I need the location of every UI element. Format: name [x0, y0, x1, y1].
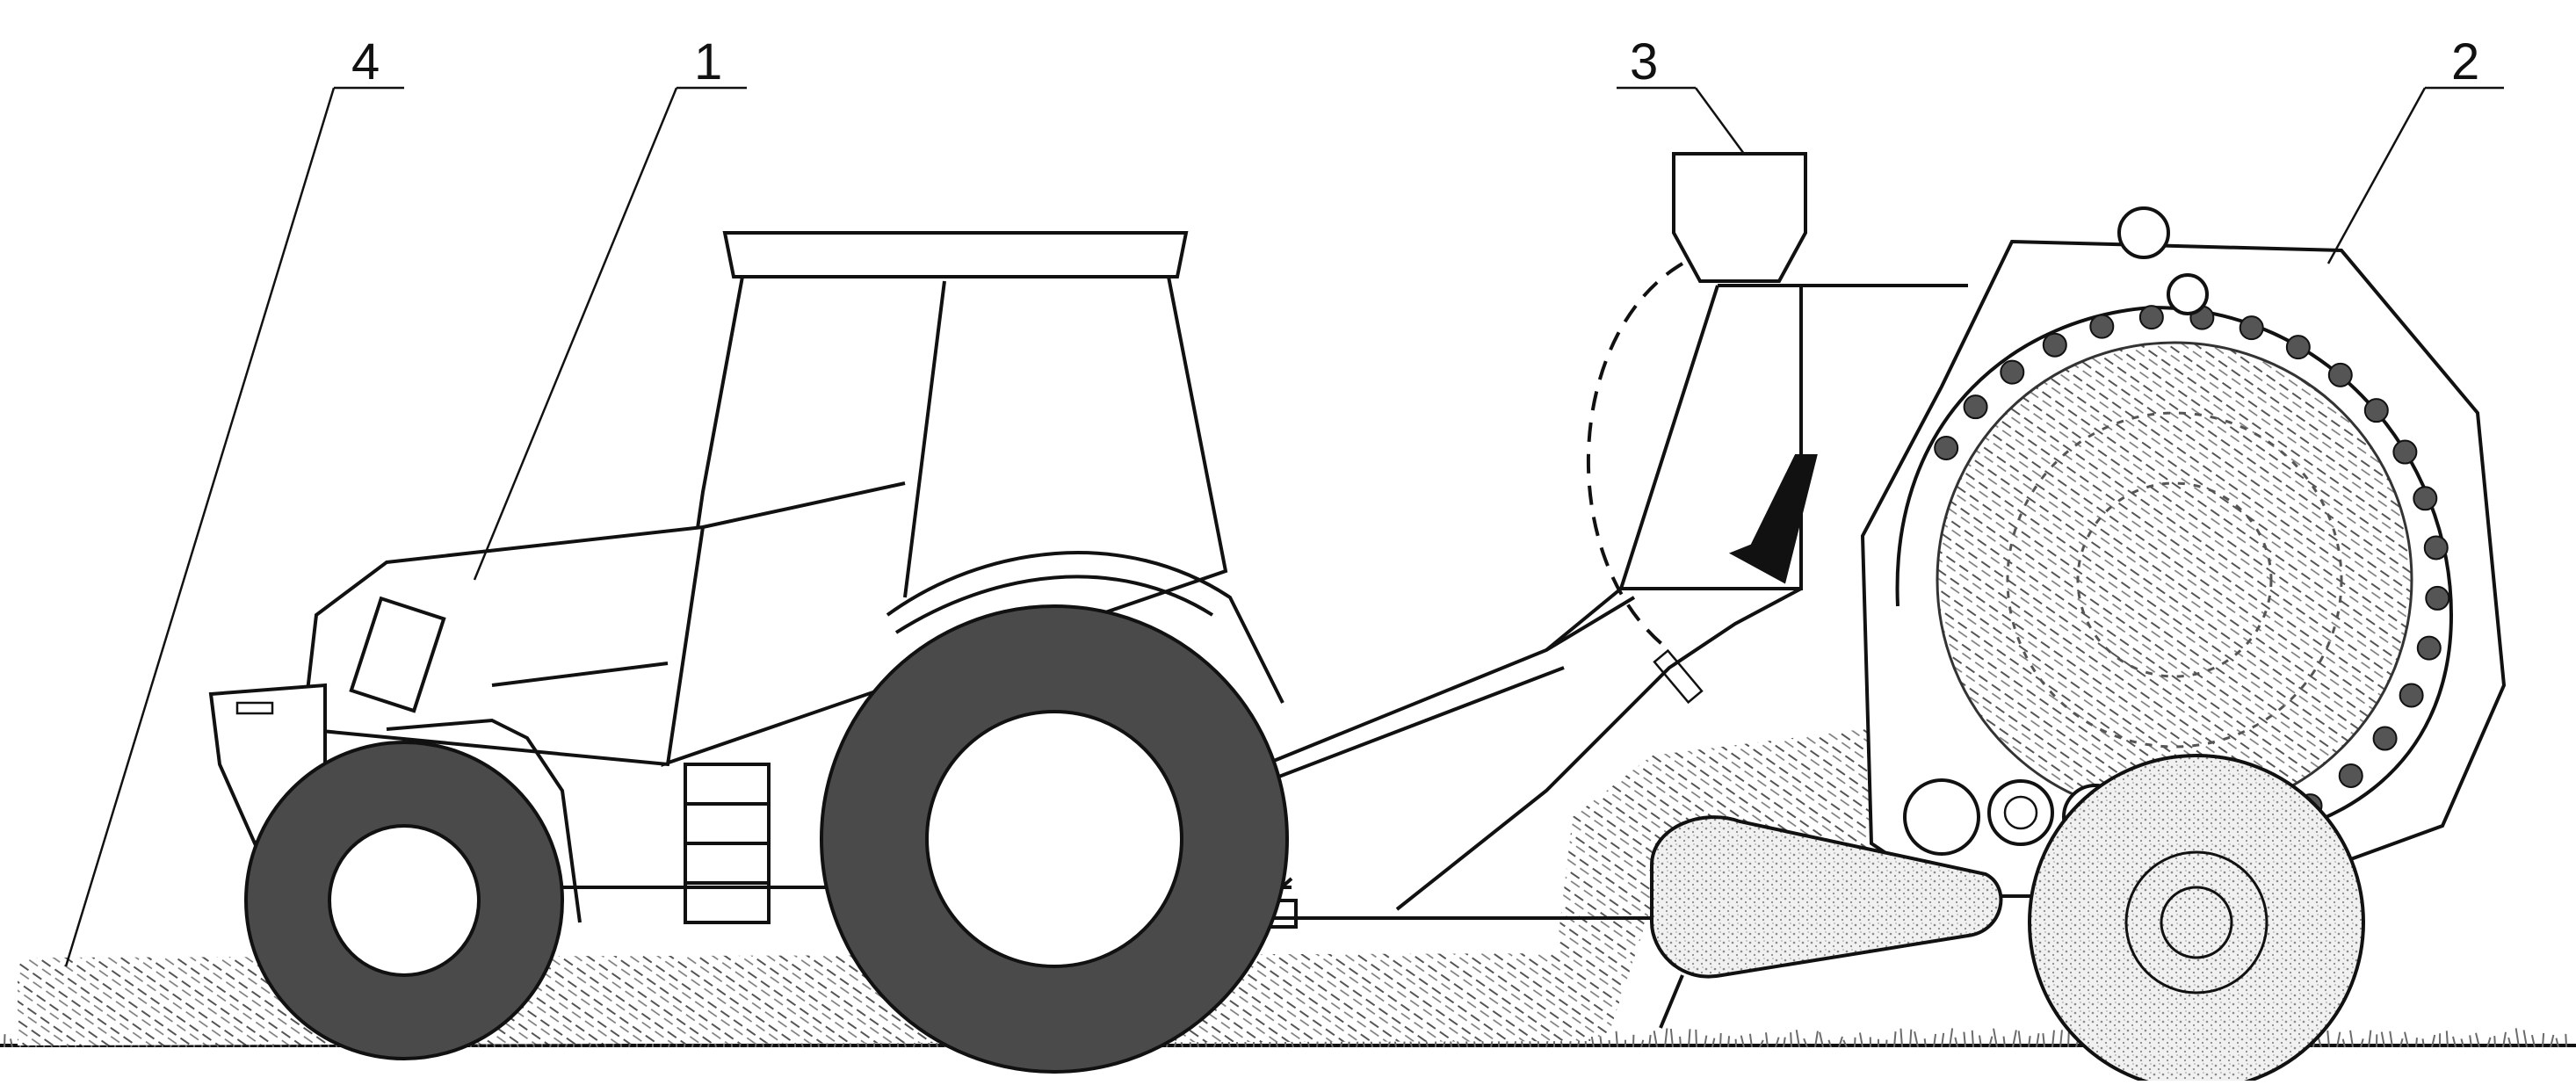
grass-blade — [1728, 1036, 1729, 1047]
chain-slat — [2374, 727, 2397, 750]
round-baler — [1652, 208, 2504, 1081]
grass-blade — [1886, 1040, 1887, 1047]
chain-slat — [2140, 306, 2163, 329]
grass-blade — [1925, 1038, 1926, 1047]
steps — [685, 764, 769, 922]
grass-blade — [1696, 1030, 1697, 1047]
chain-slat — [2413, 487, 2436, 510]
grass-blade — [2494, 1036, 2495, 1047]
callout-2: 2 — [2328, 33, 2504, 264]
callout-label-3: 3 — [1630, 33, 1658, 90]
callout-label-2: 2 — [2451, 33, 2479, 90]
chain-slat — [2287, 336, 2310, 358]
chain-slat — [2400, 684, 2423, 707]
grass-blade — [2447, 1031, 2448, 1047]
grass-blade — [2416, 1038, 2417, 1047]
chain-slat — [2365, 399, 2388, 422]
chain-slat — [2418, 637, 2441, 660]
rear-wheel — [821, 606, 1287, 1072]
chain-slat — [2425, 536, 2448, 559]
tractor — [211, 233, 1652, 1072]
chain-slat — [2329, 364, 2352, 387]
chain-slat — [2001, 361, 2023, 384]
chain-slat — [2240, 316, 2263, 339]
bale — [1937, 343, 2412, 817]
grass-blade — [2068, 1031, 2069, 1047]
grass-blade — [1972, 1031, 1973, 1047]
additive-tank — [1674, 154, 1805, 281]
callout-label-4: 4 — [351, 33, 380, 90]
chain-slat — [2340, 764, 2363, 787]
chain-slat — [2090, 315, 2113, 338]
baler-wheel — [2030, 756, 2363, 1081]
cab-roof — [725, 233, 1186, 277]
engine-hood — [303, 527, 703, 764]
chain-slat — [2426, 587, 2449, 610]
grass-blade — [1855, 1038, 1856, 1047]
chain-slat — [2044, 334, 2066, 357]
grass-blade — [1680, 1037, 1681, 1047]
chain-slat — [1935, 437, 1957, 459]
callout-3: 3 — [1617, 33, 1744, 154]
front-wheel — [246, 742, 562, 1059]
grass-blade — [1720, 1033, 1721, 1047]
chain-slat — [2393, 441, 2416, 464]
callout-label-1: 1 — [694, 33, 722, 90]
grass-blade — [1910, 1030, 1911, 1047]
grass-blade — [2565, 1034, 2566, 1047]
top-sprocket — [2119, 208, 2168, 257]
chain-slat — [1965, 395, 1987, 418]
